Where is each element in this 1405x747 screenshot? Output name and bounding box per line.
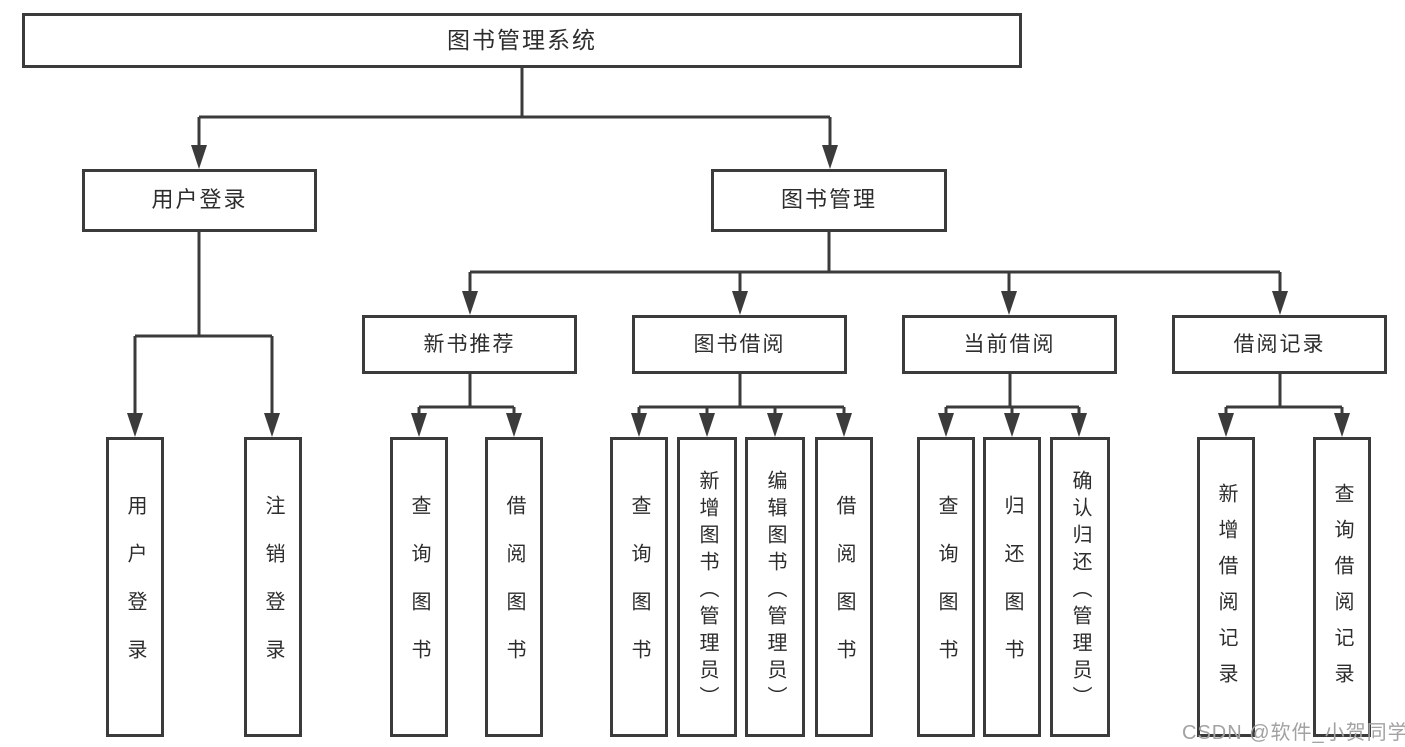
node-current-borrow: 当前借阅 [902, 315, 1117, 374]
leaf-borrow-books: 借阅图书 [815, 437, 873, 737]
leaf-add-borrow-record: 新增借阅记录 [1197, 437, 1255, 737]
node-book-management-branch: 图书管理 [711, 169, 947, 232]
leaf-user-login: 用户登录 [106, 437, 164, 737]
watermark: CSDN @软件_小贺同学 [1182, 722, 1405, 744]
leaf-return-book: 归还图书 [983, 437, 1041, 737]
leaf-confirm-return-admin: 确认归还（管理员） [1050, 437, 1110, 737]
leaf-edit-book-admin: 编辑图书（管理员） [745, 437, 805, 737]
leaf-query-borrow-record: 查询借阅记录 [1313, 437, 1371, 737]
node-book-borrow: 图书借阅 [632, 315, 847, 374]
leaf-logout: 注销登录 [244, 437, 302, 737]
leaf-borrow-books-recommend: 借阅图书 [485, 437, 543, 737]
node-user-login-branch: 用户登录 [82, 169, 317, 232]
leaf-query-books-recommend: 查询图书 [390, 437, 448, 737]
leaf-query-books-borrow: 查询图书 [610, 437, 668, 737]
node-root-system: 图书管理系统 [22, 13, 1022, 68]
leaf-add-book-admin: 新增图书（管理员） [677, 437, 737, 737]
node-new-book-recommend: 新书推荐 [362, 315, 577, 374]
node-borrow-records: 借阅记录 [1172, 315, 1387, 374]
leaf-query-books-current: 查询图书 [917, 437, 975, 737]
